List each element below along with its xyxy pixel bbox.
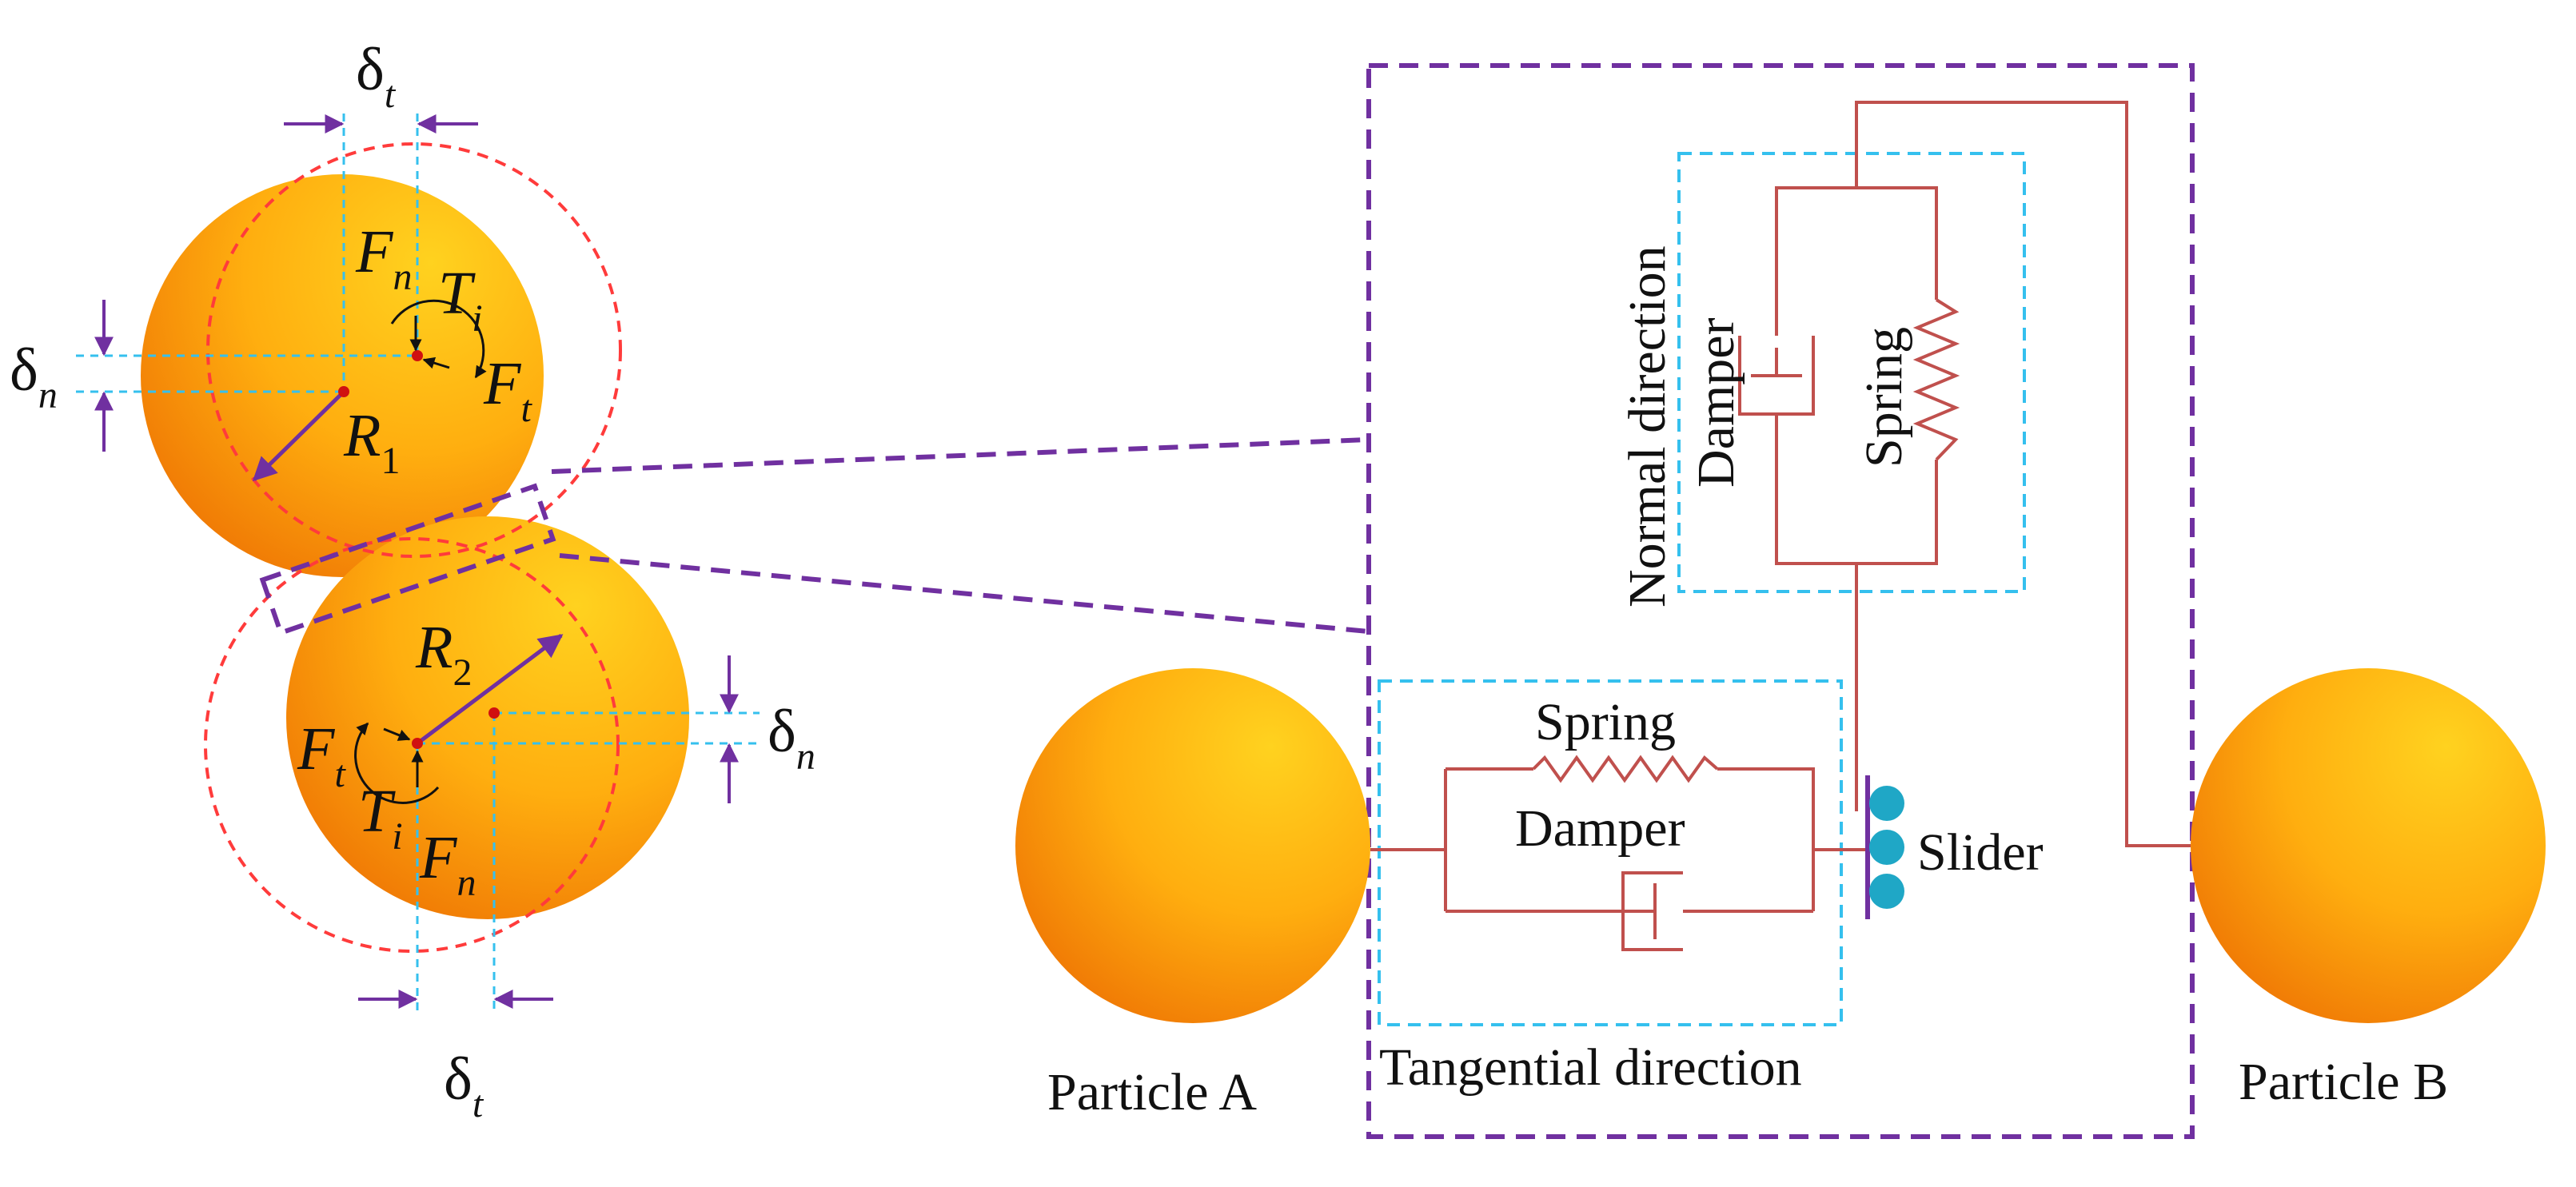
particle-a-label: Particle A <box>1047 1063 1257 1121</box>
normal-direction-label: Normal direction <box>1618 245 1677 607</box>
force-ft-lower-label: Ft <box>297 715 346 795</box>
delta-n-right-label: δn <box>768 698 815 778</box>
particle-b <box>2191 668 2546 1023</box>
lower-center-dot <box>488 707 500 719</box>
lower-contact-circle <box>204 537 620 953</box>
lower-guide-lines <box>416 711 760 1011</box>
slider-ball-2 <box>1869 830 1904 865</box>
delta-t-bottom-label: δt <box>444 1046 484 1125</box>
contact-zoom-region <box>259 483 556 636</box>
radius-r2-arrow <box>416 634 564 745</box>
torque-ti-lower-label: Ti <box>358 778 403 858</box>
spring-tangential-label: Spring <box>1535 693 1676 751</box>
normal-damper <box>1738 336 1815 416</box>
normal-spring <box>1912 298 1960 461</box>
particle-b-label: Particle B <box>2239 1053 2448 1111</box>
tangential-damper <box>1577 871 1683 951</box>
lower-particle <box>286 516 689 919</box>
contact-schematic: δt δn Fn Ti Ft R1 R2 Ft Ti Fn δn <box>10 36 815 1125</box>
spring-normal-label: Spring <box>1855 327 1913 468</box>
delta-n-left-label: δn <box>10 337 58 416</box>
slider-ball-1 <box>1869 786 1904 821</box>
slider-label: Slider <box>1917 823 2044 882</box>
upper-center-dot <box>338 386 349 397</box>
force-ft-upper-label: Ft <box>483 350 532 430</box>
tangential-direction-box <box>1378 679 1843 1026</box>
radius-r1-label: R1 <box>343 402 400 482</box>
mechanism-lines <box>1370 101 2191 913</box>
mechanism-zoom-box <box>1366 63 2195 1139</box>
radius-r1-arrow <box>252 390 345 482</box>
force-fn-lower-label: Fn <box>419 824 476 904</box>
delta-t-top-label: δt <box>356 36 397 116</box>
lower-force-arrows <box>354 722 440 804</box>
upper-contact-center-dot <box>412 350 423 361</box>
normal-direction-box <box>1677 152 2026 593</box>
upper-force-arrows <box>390 299 487 379</box>
radius-r2-label: R2 <box>415 614 472 694</box>
dimension-arrows <box>94 114 739 1009</box>
upper-contact-circle <box>206 142 622 558</box>
zoom-connectors <box>551 437 1370 634</box>
upper-particle <box>141 174 544 577</box>
particle-a <box>1015 668 1370 1023</box>
contact-mechanism: Normal direction Damper Spring Spring Da… <box>1015 63 2546 1139</box>
damper-tangential-label: Damper <box>1515 799 1685 858</box>
torque-ti-upper-label: Ti <box>438 260 483 340</box>
upper-guide-lines <box>76 114 420 393</box>
tangential-spring <box>1532 755 1719 783</box>
tangential-direction-label: Tangential direction <box>1379 1038 1802 1097</box>
damper-normal-label: Damper <box>1687 317 1745 488</box>
lower-contact-center-dot <box>412 738 423 749</box>
slider-ball-3 <box>1869 874 1904 909</box>
force-fn-upper-label: Fn <box>355 218 412 298</box>
